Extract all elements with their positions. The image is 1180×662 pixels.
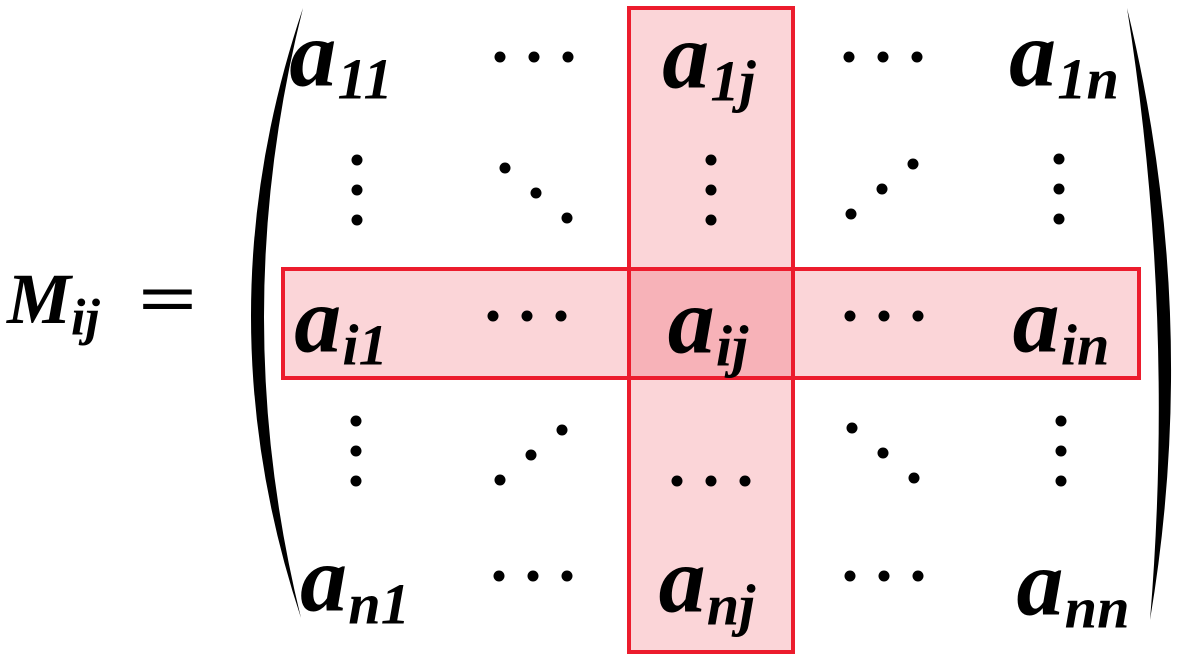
entry-subscript: 1j <box>710 48 756 114</box>
ddots-icon <box>499 162 573 224</box>
column-j-highlight <box>627 6 795 654</box>
matrix-entry-ain: ain <box>1013 273 1110 374</box>
entry-base: a <box>1016 531 1064 636</box>
matrix-entry-anj: anj <box>659 533 756 634</box>
entry-base: a <box>662 4 710 109</box>
entry-subscript: in <box>1060 312 1110 378</box>
vdots-icon <box>705 154 717 226</box>
matrix-entry-a1j: a1j <box>662 9 755 110</box>
entry-base: a <box>294 268 342 373</box>
entry-subscript: i1 <box>342 312 388 378</box>
entry-base: a <box>658 528 706 633</box>
udots-icon <box>494 424 568 486</box>
row-i-highlight <box>281 267 1141 380</box>
cdots-icon <box>487 310 567 322</box>
entry-base: a <box>289 2 337 107</box>
cdots-icon <box>493 570 573 582</box>
entry-subscript: ij <box>715 313 749 379</box>
udots-icon <box>845 158 919 220</box>
cdots-icon <box>494 51 574 63</box>
vdots-icon <box>1055 415 1067 487</box>
vdots-icon <box>351 154 363 226</box>
matrix-entry-a1n: a1n <box>1009 7 1119 108</box>
matrix-entry-aij: aij <box>668 274 749 375</box>
matrix-symbol-subscript: ij <box>71 289 100 347</box>
entry-subscript: 11 <box>337 46 393 112</box>
cdots-icon <box>843 51 923 63</box>
matrix-symbol: M <box>7 259 72 339</box>
matrix-entry-a11: a11 <box>289 7 392 108</box>
equation-lhs: Mij= <box>7 263 197 347</box>
cdots-icon <box>844 570 924 582</box>
entry-subscript: nj <box>706 572 756 638</box>
vdots-icon <box>1053 153 1065 225</box>
left-paren <box>250 8 303 618</box>
entry-base: a <box>1012 268 1060 373</box>
equals-sign: = <box>137 259 198 339</box>
entry-subscript: n1 <box>348 571 410 637</box>
entry-base: a <box>1009 2 1057 107</box>
right-paren <box>1127 8 1172 620</box>
ddots-icon <box>846 422 920 484</box>
cdots-icon <box>844 310 924 322</box>
entry-subscript: nn <box>1064 575 1130 641</box>
entry-subscript: 1n <box>1057 46 1119 112</box>
entry-base: a <box>667 269 715 374</box>
vdots-icon <box>350 415 362 487</box>
ldots-icon <box>671 475 751 487</box>
matrix-entry-ann: ann <box>1017 536 1130 637</box>
entry-base: a <box>300 527 348 632</box>
matrix-entry-an1: an1 <box>300 532 410 633</box>
matrix-entry-ai1: ai1 <box>294 273 387 374</box>
